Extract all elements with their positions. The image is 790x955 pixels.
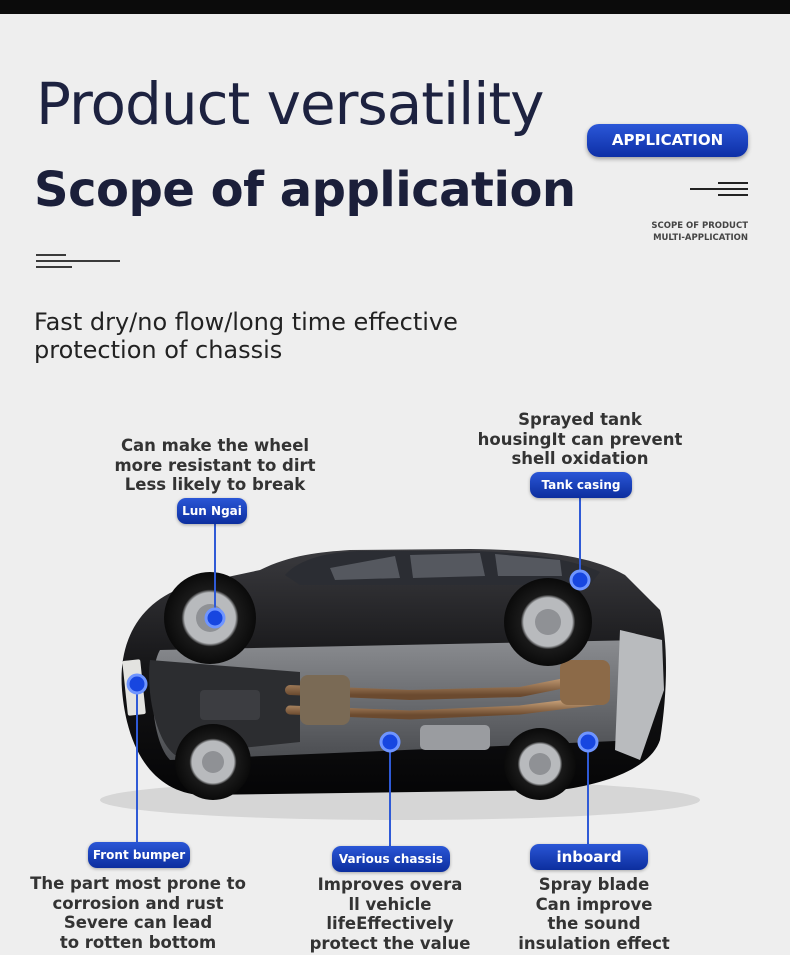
wheel-description-line: more resistant to dirt <box>114 455 316 475</box>
top-bar <box>0 0 790 14</box>
application-badge: APPLICATION <box>587 124 748 157</box>
decorative-lines-left <box>36 252 126 272</box>
tank-marker-dot <box>569 569 591 591</box>
bumper-marker-dot <box>126 673 148 695</box>
inboard-description-line: insulation effect <box>518 933 670 953</box>
chassis-description-line: Improves overa <box>317 875 463 894</box>
scope-caption-line1: SCOPE OF PRODUCT <box>651 221 748 231</box>
chassis-marker-dot <box>379 731 401 753</box>
feature-summary-line2: protection of chassis <box>34 336 283 364</box>
chassis-description-line: protect the value <box>309 933 471 953</box>
tank-label-pill: Tank casing <box>530 472 632 498</box>
tank-description-line: housingIt can prevent <box>477 429 683 449</box>
wheel-marker-dot <box>204 607 226 629</box>
chassis-description-line: ll vehicle <box>348 894 432 914</box>
bumper-description-line: The part most prone to <box>30 874 246 893</box>
chassis-description-line: lifeEffectively <box>326 914 454 933</box>
scope-caption-line2: MULTI-APPLICATION <box>653 233 748 243</box>
inboard-description: Spray blade Can improve the sound insula… <box>494 875 694 953</box>
inboard-description-line: the sound <box>547 914 641 933</box>
decorative-lines-right <box>690 180 750 200</box>
chassis-description: Improves overa ll vehicle lifeEffectivel… <box>290 875 490 953</box>
bumper-description-line: to rotten bottom <box>59 932 217 952</box>
inboard-label-pill: inboard <box>530 844 648 870</box>
scope-caption: SCOPE OF PRODUCT MULTI-APPLICATION <box>651 220 748 244</box>
bumper-description: The part most prone to corrosion and rus… <box>18 874 258 952</box>
tank-description-line: shell oxidation <box>511 449 649 468</box>
inboard-description-line: Spray blade <box>538 875 650 894</box>
feature-summary-line1: Fast dry/no flow/long time effective <box>34 308 458 336</box>
page-title: Product versatility <box>36 70 544 138</box>
inboard-marker-dot <box>577 731 599 753</box>
bumper-description-line: corrosion and rust <box>52 893 224 913</box>
wheel-label-pill: Lun Ngai <box>177 498 247 524</box>
bumper-description-line: Severe can lead <box>63 913 213 932</box>
feature-summary: Fast dry/no flow/long time effective pro… <box>34 308 458 364</box>
wheel-description-line: Can make the wheel <box>120 436 310 455</box>
chassis-label-pill: Various chassis <box>332 846 450 872</box>
tank-description-line: Sprayed tank <box>518 410 642 429</box>
page-subtitle: Scope of application <box>34 162 576 218</box>
wheel-description-line: Less likely to break <box>124 475 306 494</box>
wheel-description: Can make the wheel more resistant to dir… <box>110 436 320 495</box>
inboard-description-line: Can improve <box>535 894 653 914</box>
bumper-label-pill: Front bumper <box>88 842 190 868</box>
tank-description: Sprayed tank housingIt can prevent shell… <box>470 410 690 469</box>
